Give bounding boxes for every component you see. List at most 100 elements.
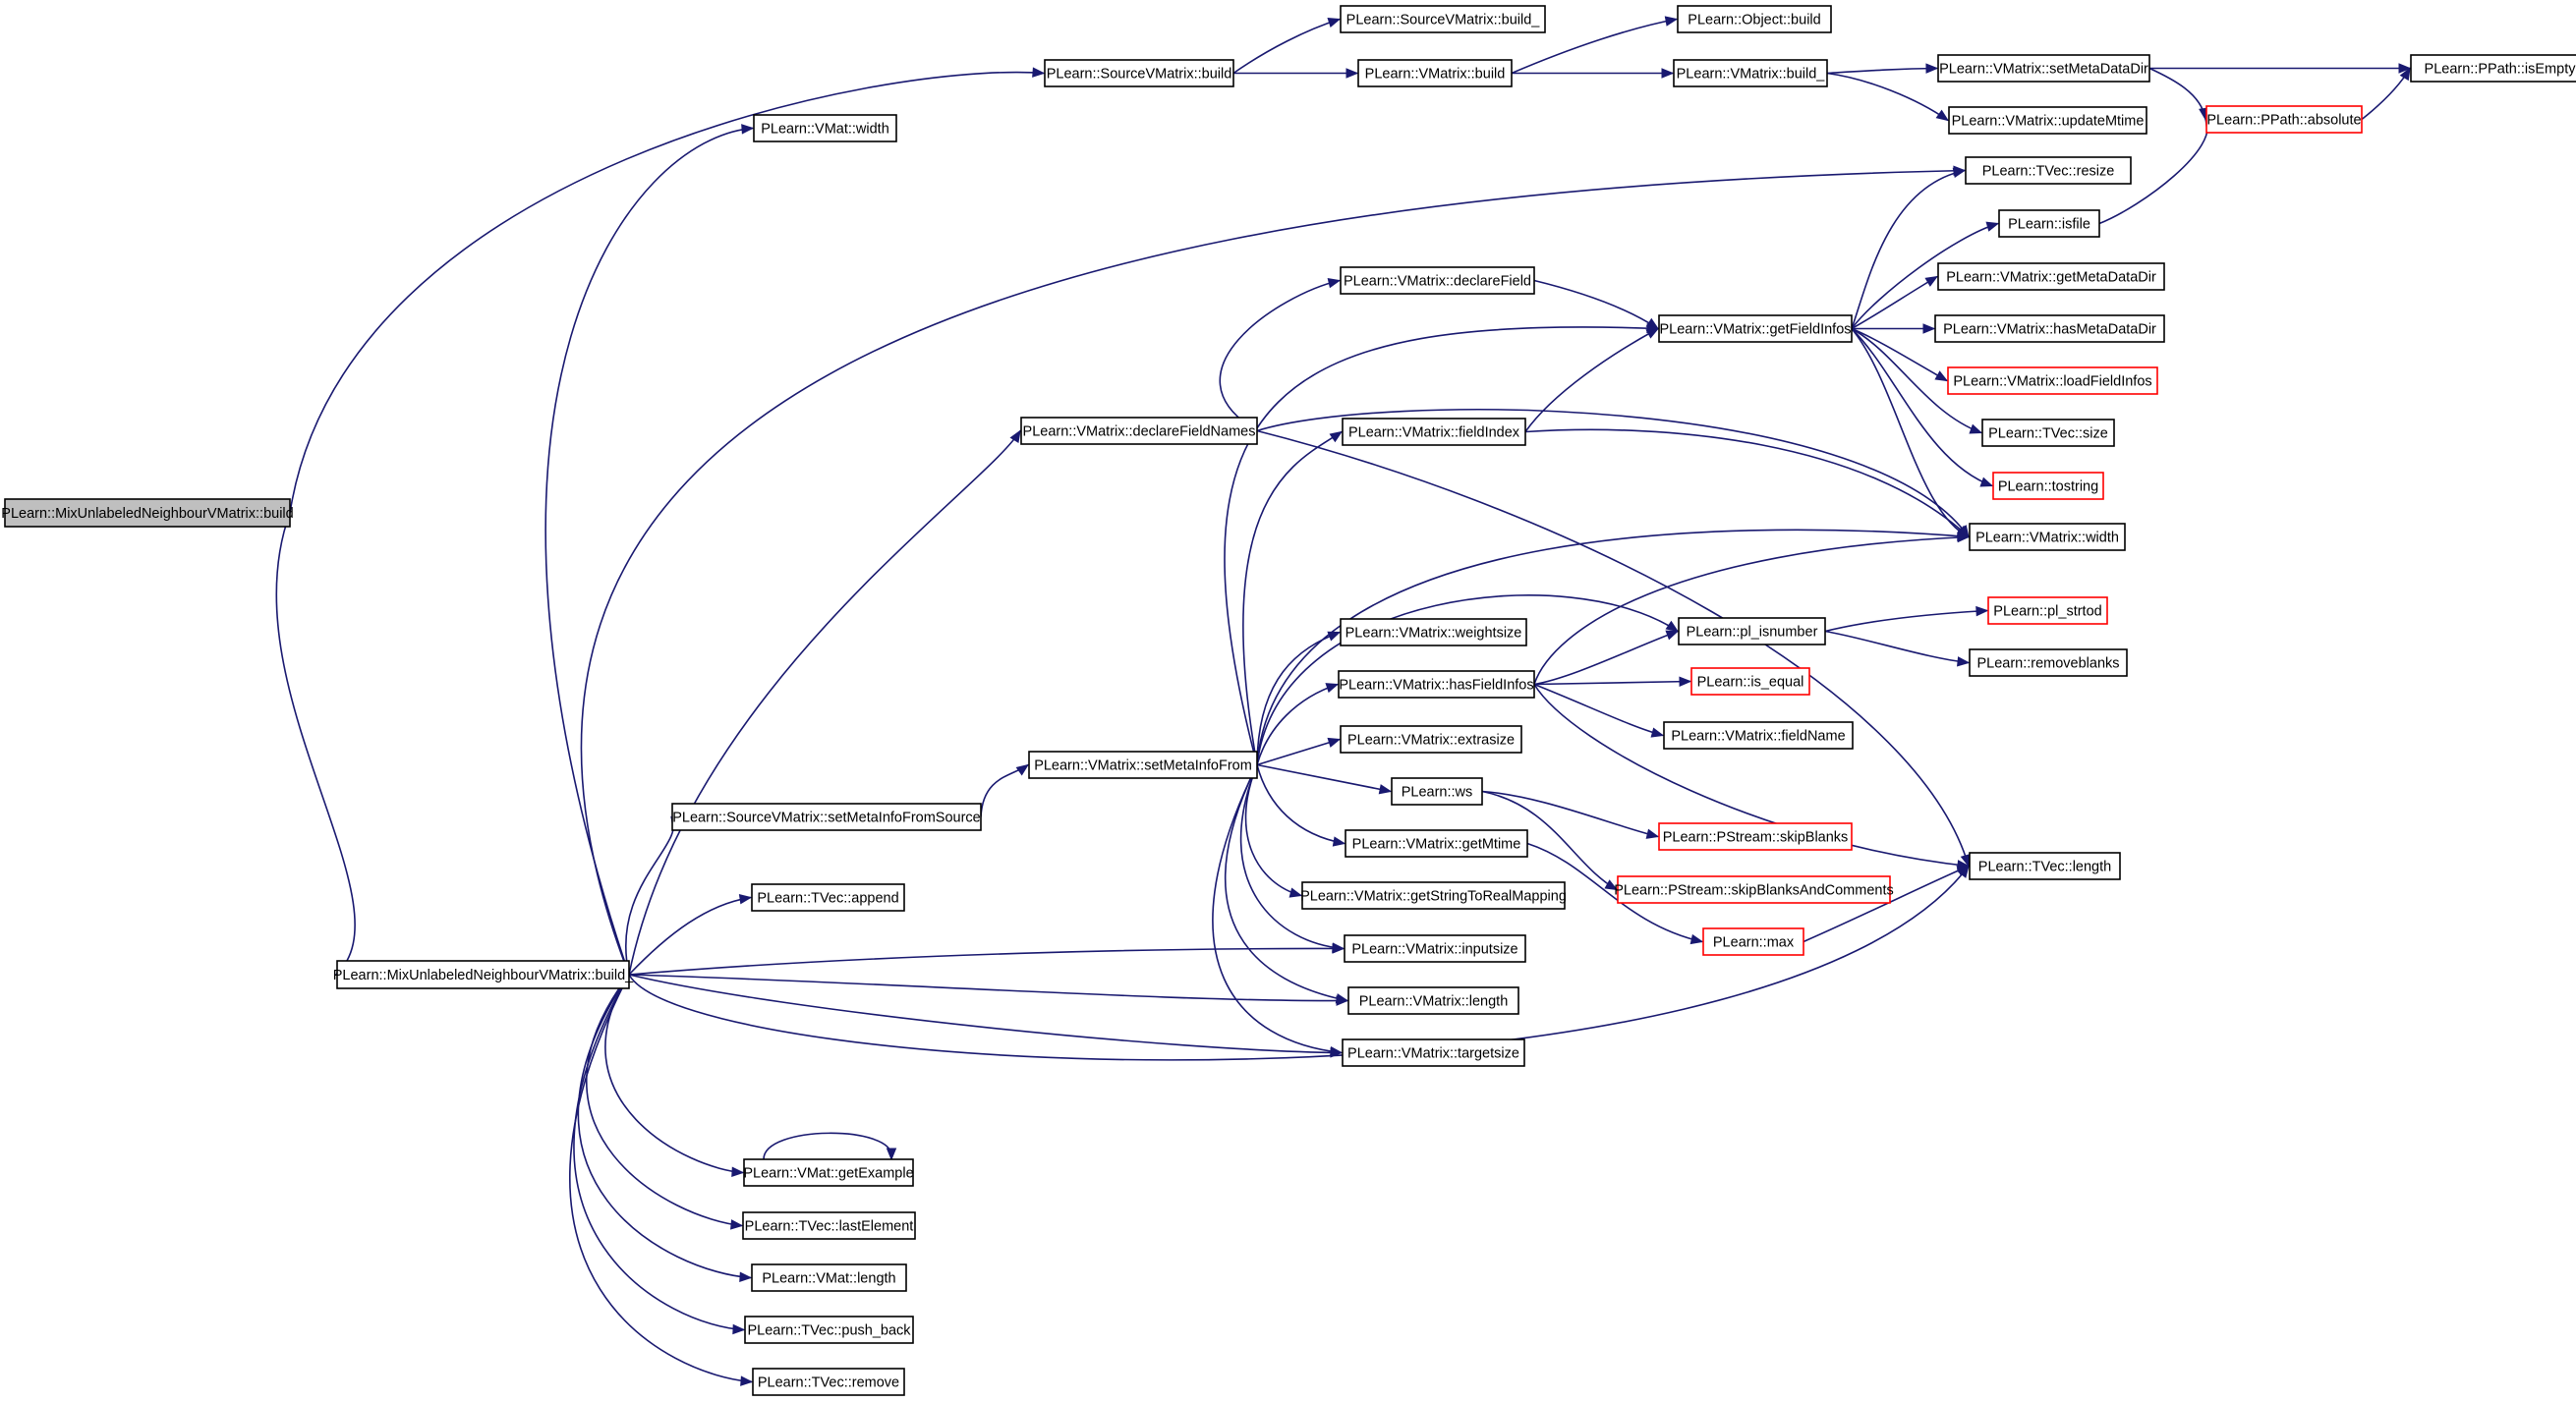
node-pushback[interactable]: PLearn::TVec::push_back: [744, 1316, 914, 1344]
node-updmtime[interactable]: PLearn::VMatrix::updateMtime: [1948, 106, 2147, 135]
node-box[interactable]: [1617, 875, 1891, 904]
node-box[interactable]: [2410, 54, 2576, 83]
node-box[interactable]: [1969, 648, 2128, 677]
node-obuild[interactable]: PLearn::Object::build: [1677, 5, 1832, 33]
node-box[interactable]: [1677, 5, 1832, 33]
node-weightsize[interactable]: PLearn::VMatrix::weightsize: [1340, 618, 1527, 646]
node-box[interactable]: [1998, 209, 2100, 238]
node-isequal[interactable]: PLearn::is_equal: [1690, 667, 1810, 696]
node-vwidth[interactable]: PLearn::VMatrix::width: [1969, 523, 2126, 551]
node-box[interactable]: [1658, 822, 1853, 851]
node-box[interactable]: [1340, 618, 1527, 646]
node-vmatwidth[interactable]: PLearn::VMat::width: [753, 114, 897, 142]
node-box[interactable]: [752, 1368, 905, 1396]
node-box[interactable]: [1391, 777, 1483, 806]
node-box[interactable]: [1937, 262, 2165, 291]
node-box[interactable]: [1342, 1038, 1525, 1067]
node-box[interactable]: [1301, 881, 1566, 910]
node-svbuild[interactable]: PLearn::SourceVMatrix::build: [1044, 59, 1234, 87]
node-mbuild_[interactable]: PLearn::MixUnlabeledNeighbourVMatrix::bu…: [333, 960, 634, 989]
node-box[interactable]: [1347, 986, 1519, 1015]
node-box[interactable]: [742, 1211, 916, 1240]
node-box[interactable]: [1965, 156, 2132, 185]
node-box[interactable]: [1344, 934, 1526, 963]
node-box[interactable]: [1028, 751, 1258, 779]
node-box[interactable]: [1340, 266, 1535, 295]
node-plisnum[interactable]: PLearn::pl_isnumber: [1678, 617, 1826, 645]
node-box[interactable]: [1044, 59, 1234, 87]
node-isfile[interactable]: PLearn::isfile: [1998, 209, 2100, 238]
node-targetsize[interactable]: PLearn::VMatrix::targetsize: [1342, 1038, 1525, 1067]
node-box[interactable]: [1947, 366, 2158, 395]
node-box[interactable]: [1937, 54, 2150, 83]
node-getfi[interactable]: PLearn::VMatrix::getFieldInfos: [1658, 314, 1853, 343]
node-vbuild[interactable]: PLearn::VMatrix::build: [1357, 59, 1513, 87]
node-box[interactable]: [1020, 417, 1258, 445]
node-isempty[interactable]: PLearn::PPath::isEmpty: [2410, 54, 2576, 83]
node-absolute[interactable]: PLearn::PPath::absolute: [2205, 105, 2363, 134]
node-box[interactable]: [751, 1263, 907, 1292]
node-box[interactable]: [1934, 314, 2165, 343]
node-box[interactable]: [1357, 59, 1513, 87]
node-plstrtod[interactable]: PLearn::pl_strtod: [1987, 596, 2108, 625]
node-box[interactable]: [744, 1316, 914, 1344]
node-vmatlength[interactable]: PLearn::VMat::length: [751, 1263, 907, 1292]
node-inputsize[interactable]: PLearn::VMatrix::inputsize: [1344, 934, 1526, 963]
node-box[interactable]: [743, 1158, 914, 1187]
node-box[interactable]: [751, 883, 905, 912]
node-box[interactable]: [1658, 314, 1853, 343]
node-box[interactable]: [2205, 105, 2363, 134]
node-box[interactable]: [1981, 419, 2115, 447]
node-skipbc[interactable]: PLearn::PStream::skipBlanksAndComments: [1614, 875, 1894, 904]
node-box[interactable]: [1345, 829, 1528, 858]
node-loadfi[interactable]: PLearn::VMatrix::loadFieldInfos: [1947, 366, 2158, 395]
node-ws[interactable]: PLearn::ws: [1391, 777, 1483, 806]
node-declfield[interactable]: PLearn::VMatrix::declareField: [1340, 266, 1535, 295]
node-box[interactable]: [1702, 927, 1804, 956]
node-svbuild_[interactable]: PLearn::SourceVMatrix::build_: [1340, 5, 1546, 33]
node-box[interactable]: [1340, 725, 1522, 754]
node-max[interactable]: PLearn::max: [1702, 927, 1804, 956]
node-box[interactable]: [1340, 5, 1546, 33]
node-lastelem[interactable]: PLearn::TVec::lastElement: [742, 1211, 916, 1240]
node-tvresize[interactable]: PLearn::TVec::resize: [1965, 156, 2132, 185]
node-vbuild_[interactable]: PLearn::VMatrix::build_: [1673, 59, 1828, 87]
node-setmif[interactable]: PLearn::VMatrix::setMetaInfoFrom: [1028, 751, 1258, 779]
node-vlength[interactable]: PLearn::VMatrix::length: [1347, 986, 1519, 1015]
node-tvlength[interactable]: PLearn::TVec::length: [1969, 852, 2121, 880]
node-box[interactable]: [1690, 667, 1810, 696]
node-box[interactable]: [1663, 721, 1854, 750]
node-box[interactable]: [1987, 596, 2108, 625]
node-root[interactable]: PLearn::MixUnlabeledNeighbourVMatrix::bu…: [1, 498, 294, 528]
node-box[interactable]: [1338, 670, 1535, 699]
node-rmblanks[interactable]: PLearn::removeblanks: [1969, 648, 2128, 677]
node-setmeta[interactable]: PLearn::VMatrix::setMetaDataDir: [1937, 54, 2150, 83]
node-box[interactable]: [671, 803, 982, 831]
node-getmtime[interactable]: PLearn::VMatrix::getMtime: [1345, 829, 1528, 858]
node-box[interactable]: [1342, 418, 1526, 446]
node-box[interactable]: [1969, 852, 2121, 880]
node-box[interactable]: [1673, 59, 1828, 87]
node-getexample[interactable]: PLearn::VMat::getExample: [743, 1158, 914, 1187]
node-svsetmif[interactable]: PLearn::SourceVMatrix::setMetaInfoFromSo…: [671, 803, 982, 831]
node-box[interactable]: [4, 498, 291, 528]
node-hasfi[interactable]: PLearn::VMatrix::hasFieldInfos: [1338, 670, 1535, 699]
node-remove[interactable]: PLearn::TVec::remove: [752, 1368, 905, 1396]
node-box[interactable]: [336, 960, 630, 989]
node-box[interactable]: [1678, 617, 1826, 645]
node-tostring[interactable]: PLearn::tostring: [1992, 472, 2104, 500]
node-declfn[interactable]: PLearn::VMatrix::declareFieldNames: [1020, 417, 1258, 445]
node-skipblanks[interactable]: PLearn::PStream::skipBlanks: [1658, 822, 1853, 851]
node-getmdd[interactable]: PLearn::VMatrix::getMetaDataDir: [1937, 262, 2165, 291]
node-box[interactable]: [1992, 472, 2104, 500]
node-tvsize[interactable]: PLearn::TVec::size: [1981, 419, 2115, 447]
node-fieldname[interactable]: PLearn::VMatrix::fieldName: [1663, 721, 1854, 750]
node-append[interactable]: PLearn::TVec::append: [751, 883, 905, 912]
node-getstrmap[interactable]: PLearn::VMatrix::getStringToRealMapping: [1300, 881, 1567, 910]
node-box[interactable]: [753, 114, 897, 142]
node-box[interactable]: [1948, 106, 2147, 135]
node-hasmdd[interactable]: PLearn::VMatrix::hasMetaDataDir: [1934, 314, 2165, 343]
node-box[interactable]: [1969, 523, 2126, 551]
node-fieldidx[interactable]: PLearn::VMatrix::fieldIndex: [1342, 418, 1526, 446]
node-extrasize[interactable]: PLearn::VMatrix::extrasize: [1340, 725, 1522, 754]
